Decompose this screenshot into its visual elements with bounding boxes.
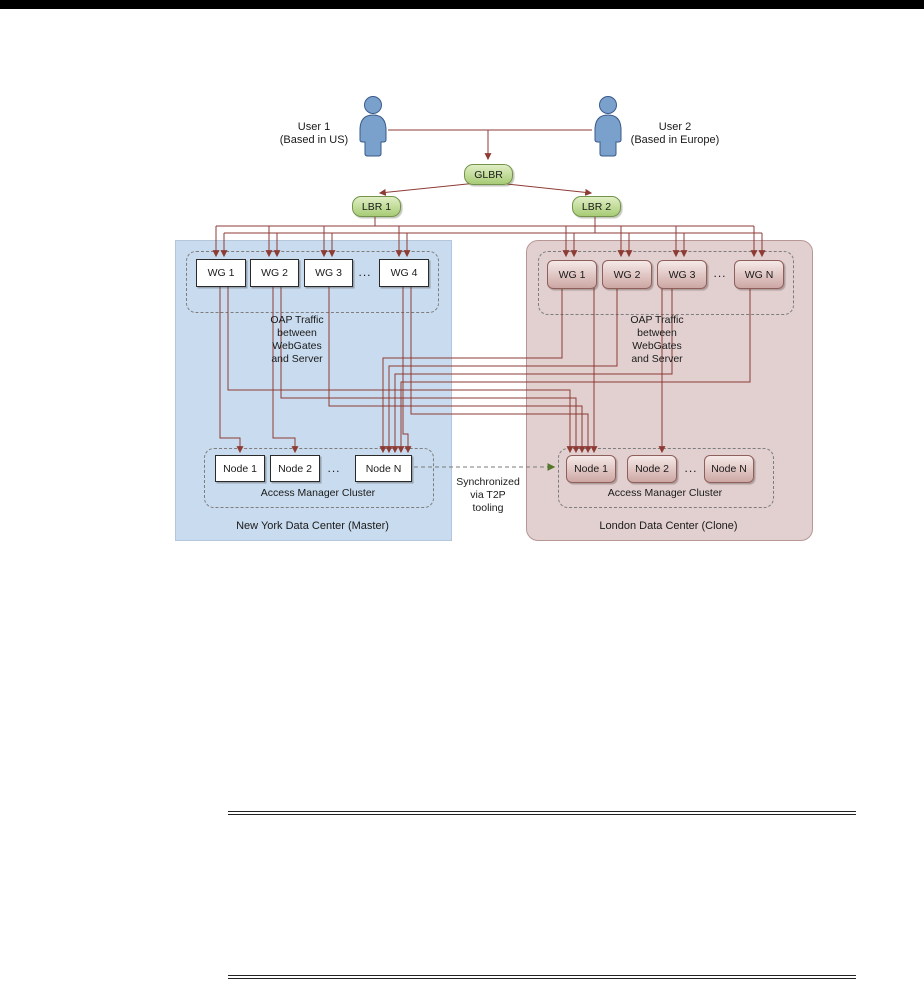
user2-icon <box>594 96 622 157</box>
london-wg-2: WG 2 <box>602 260 652 289</box>
ny-node-2: Node 2 <box>270 455 320 482</box>
ny-cluster-group <box>204 448 434 508</box>
horizontal-rule-bottom-b <box>228 978 856 979</box>
ny-region-title: New York Data Center (Master) <box>236 519 389 532</box>
ny-cluster-label: Access Manager Cluster <box>260 487 376 499</box>
ny-oap-label: OAP Traffic between WebGates and Server <box>270 314 324 365</box>
horizontal-rule-bottom-a <box>228 975 856 976</box>
london-wg-1: WG 1 <box>547 260 597 289</box>
connector-lines <box>212 129 766 471</box>
horizontal-rule-top-b <box>228 814 856 815</box>
london-wg-ellipsis: ... <box>713 266 727 280</box>
london-webgate-group <box>538 251 794 315</box>
glbr-box: GLBR <box>464 164 513 185</box>
user2-name: User 2 <box>658 121 692 133</box>
user1-label: User 1 (Based in US) <box>276 121 352 147</box>
user1-icon <box>359 96 387 157</box>
lbr2-box: LBR 2 <box>572 196 621 217</box>
routing-lines <box>212 129 766 454</box>
lbr1-box: LBR 1 <box>352 196 401 217</box>
ny-wg-1: WG 1 <box>196 259 246 287</box>
london-oap-label: OAP Traffic between WebGates and Server <box>630 314 684 365</box>
london-data-center-region <box>526 240 813 541</box>
ny-wg-ellipsis: ... <box>358 265 372 279</box>
sync-label: Synchronized via T2P tooling <box>456 476 520 514</box>
ny-wg-2: WG 2 <box>250 259 299 287</box>
horizontal-rule-top-a <box>228 811 856 812</box>
ny-wg-3: WG 3 <box>304 259 353 287</box>
ny-wg-4: WG 4 <box>379 259 429 287</box>
london-cluster-group <box>558 448 774 508</box>
ny-webgate-group <box>186 251 439 313</box>
london-wg-n: WG N <box>734 260 784 289</box>
london-cluster-label: Access Manager Cluster <box>607 487 723 499</box>
user1-name: User 1 <box>297 121 331 133</box>
london-node-n: Node N <box>704 455 754 483</box>
user2-location: (Based in Europe) <box>630 134 720 146</box>
london-wg-3: WG 3 <box>657 260 707 289</box>
ny-node-n: Node N <box>355 455 412 482</box>
user2-label: User 2 (Based in Europe) <box>627 121 723 147</box>
london-node-ellipsis: ... <box>684 461 698 475</box>
london-node-1: Node 1 <box>566 455 616 483</box>
london-node-2: Node 2 <box>627 455 677 483</box>
user1-location: (Based in US) <box>279 134 349 146</box>
ny-node-ellipsis: ... <box>327 461 341 475</box>
top-black-bar <box>0 0 924 9</box>
ny-node-1: Node 1 <box>215 455 265 482</box>
london-region-title: London Data Center (Clone) <box>599 519 738 532</box>
